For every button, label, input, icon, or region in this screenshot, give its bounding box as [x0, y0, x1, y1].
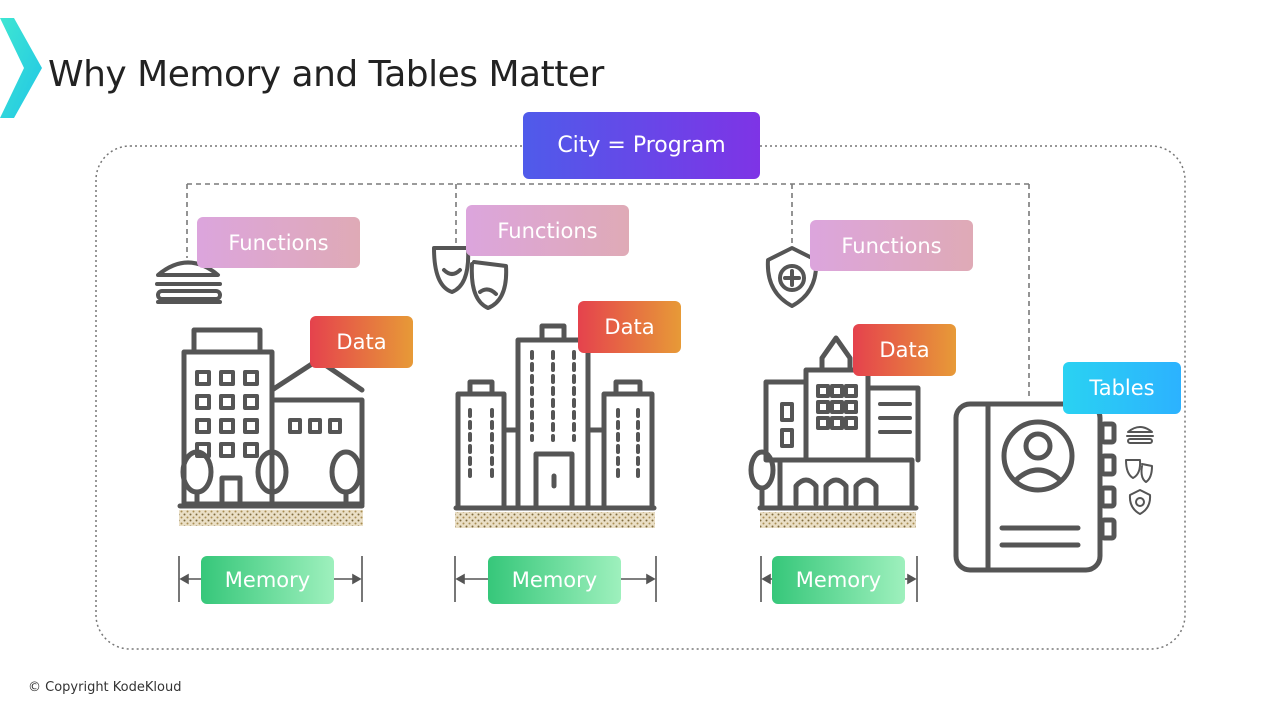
- memory-arrows: [178, 556, 918, 602]
- address-book-icon: [953, 401, 1117, 573]
- ground-strip: [179, 510, 363, 526]
- copyright-notice: © Copyright KodeKloud: [28, 680, 182, 695]
- city-hall-icon: [748, 335, 921, 511]
- logo-chevron: [0, 18, 42, 118]
- tables-label: Tables: [1063, 362, 1181, 414]
- memory-label-1: Memory: [201, 556, 334, 604]
- memory-label-3: Memory: [772, 556, 905, 604]
- city-program-box: City = Program: [523, 112, 760, 179]
- medical-shield-icon: [765, 246, 819, 308]
- data-label-3: Data: [853, 324, 956, 376]
- burger-icon: [155, 260, 222, 304]
- functions-label-1: Functions: [197, 217, 360, 268]
- theater-masks-icon: [432, 246, 509, 310]
- office-buildings-icon: [177, 327, 365, 509]
- mini-table-icons: [1125, 426, 1154, 515]
- slide-title: Why Memory and Tables Matter: [48, 54, 604, 95]
- functions-label-2: Functions: [466, 205, 629, 256]
- ground-strip: [760, 512, 916, 528]
- functions-label-3: Functions: [810, 220, 973, 271]
- connector-lines: [186, 183, 1030, 400]
- data-label-2: Data: [578, 301, 681, 353]
- data-label-1: Data: [310, 316, 413, 368]
- skyscrapers-icon: [453, 323, 657, 511]
- ground-strip: [455, 512, 655, 528]
- memory-label-2: Memory: [488, 556, 621, 604]
